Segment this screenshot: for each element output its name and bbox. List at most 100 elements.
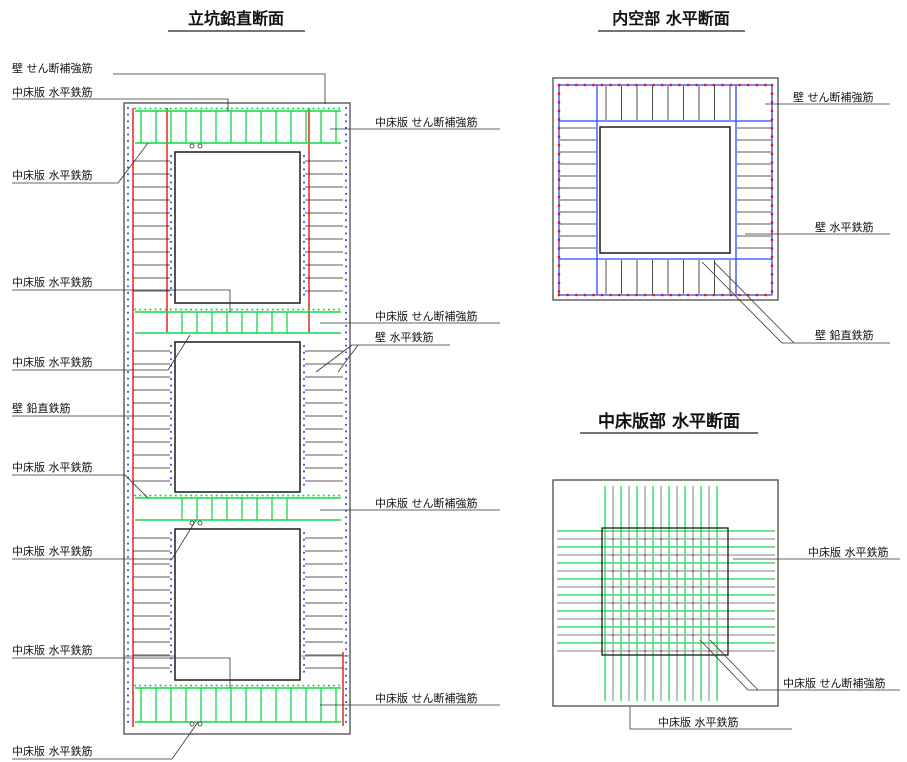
label-slab-horizontal-rebar: 中床版 水平鉄筋	[12, 85, 93, 99]
vertical-section-rebar	[124, 107, 350, 729]
slab-shear-rebar	[627, 569, 631, 573]
slab-shear-rebar	[627, 617, 631, 621]
label-slab-horizontal-rebar: 中床版 水平鉄筋	[12, 460, 93, 474]
slab-shear-rebar	[675, 633, 679, 637]
hollow-void	[599, 126, 731, 254]
slab-shear-rebar	[659, 537, 663, 541]
slab-shear-rebar	[659, 617, 663, 621]
slab-shear-rebar	[659, 569, 663, 573]
label-slab-horizontal-rebar: 中床版 水平鉄筋	[12, 275, 93, 289]
slab-shear-rebar	[643, 649, 647, 653]
label-slab-horizontal-rebar: 中床版 水平鉄筋	[12, 744, 93, 758]
slab-section-labels: 中床版 水平鉄筋 中床版 せん断補強筋 中床版 水平鉄筋	[629, 545, 900, 730]
leader-line	[12, 289, 231, 312]
title-vertical-section: 立坑鉛直断面	[188, 9, 284, 28]
label-wall-shear-rebar: 壁 せん断補強筋	[793, 90, 874, 104]
slab-shear-rebar	[675, 649, 679, 653]
slab-shear-rebar	[643, 601, 647, 605]
leader-line	[12, 98, 229, 111]
label-slab-horizontal-rebar: 中床版 水平鉄筋	[12, 355, 93, 369]
slab-outline	[552, 479, 779, 707]
slab-shear-rebar	[707, 617, 711, 621]
vertical-section-left-labels: 壁 せん断補強筋 中床版 水平鉄筋 中床版 水平鉄筋 中床版 水平鉄筋 中床版 …	[12, 61, 93, 758]
slab-shear-rebar	[611, 553, 615, 557]
slab-shear-rebar	[627, 537, 631, 541]
vertical-section-left-leaders	[12, 73, 326, 760]
hollow-void	[174, 528, 301, 681]
slab-shear-rebar	[707, 569, 711, 573]
slab-shear-rebar	[675, 617, 679, 621]
slab-shear-rebar	[659, 633, 663, 637]
vertical-section-drawing	[123, 102, 351, 735]
shaft-opening-outline	[601, 527, 729, 656]
leader-line	[12, 657, 231, 688]
slab-shear-rebar	[675, 553, 679, 557]
label-slab-shear-rebar: 中床版 せん断補強筋	[375, 309, 478, 323]
label-slab-horizontal-rebar: 中床版 水平鉄筋	[12, 643, 93, 657]
slab-shear-rebar	[691, 617, 695, 621]
hollow-void	[174, 341, 301, 493]
slab-section-rebar	[557, 486, 775, 701]
slab-shear-rebar	[691, 553, 695, 557]
slab-shear-rebar	[627, 633, 631, 637]
label-wall-horizontal-rebar: 壁 水平鉄筋	[375, 330, 434, 344]
slab-shear-rebar	[611, 569, 615, 573]
label-wall-vertical-rebar: 壁 鉛直鉄筋	[12, 401, 71, 415]
slab-shear-rebar	[691, 633, 695, 637]
slab-shear-rebar	[707, 633, 711, 637]
slab-shear-rebar	[675, 601, 679, 605]
vertical-section-right-leaders	[315, 128, 500, 706]
slab-shear-rebar	[627, 585, 631, 589]
title-hollow-section: 内空部 水平断面	[612, 9, 730, 28]
label-slab-horizontal-rebar: 中床版 水平鉄筋	[12, 544, 93, 558]
leader-line	[12, 721, 199, 760]
slab-shear-rebar	[659, 601, 663, 605]
slab-shear-rebar	[643, 569, 647, 573]
label-slab-horizontal-rebar: 中床版 水平鉄筋	[808, 545, 889, 559]
leader-line	[699, 639, 900, 691]
slab-shear-rebar	[643, 617, 647, 621]
label-slab-shear-rebar: 中床版 せん断補強筋	[783, 676, 886, 690]
slab-shear-rebar	[707, 585, 711, 589]
hollow-void	[174, 151, 301, 304]
label-slab-horizontal-rebar: 中床版 水平鉄筋	[658, 715, 739, 729]
slab-shear-rebar	[707, 553, 711, 557]
hollow-section-rebar	[557, 83, 774, 297]
slab-shear-rebar	[691, 569, 695, 573]
rebar-section-mark	[197, 520, 203, 526]
slab-shear-rebar	[611, 537, 615, 541]
slab-shear-rebar	[611, 633, 615, 637]
label-slab-shear-rebar: 中床版 せん断補強筋	[375, 496, 478, 510]
label-wall-horizontal-rebar: 壁 水平鉄筋	[815, 220, 874, 234]
slab-shear-rebar	[691, 601, 695, 605]
label-slab-shear-rebar: 中床版 せん断補強筋	[375, 691, 478, 705]
slab-shear-rebar	[643, 537, 647, 541]
leader-line	[12, 334, 191, 371]
slab-shear-rebar	[707, 601, 711, 605]
slab-shear-rebar	[643, 585, 647, 589]
leader-line	[315, 344, 450, 373]
rebar-section-mark	[197, 721, 203, 727]
slab-shear-rebar	[707, 537, 711, 541]
slab-shear-rebar	[611, 617, 615, 621]
slab-shear-rebar	[611, 601, 615, 605]
leader-line	[113, 73, 326, 104]
leader-line	[12, 142, 149, 184]
slab-shear-rebar	[659, 649, 663, 653]
slab-shear-rebar	[691, 649, 695, 653]
leader-line	[12, 519, 197, 560]
leader-line	[701, 261, 890, 344]
label-wall-vertical-rebar: 壁 鉛直鉄筋	[815, 328, 874, 342]
slab-shear-rebar	[611, 649, 615, 653]
vertical-section-right-labels: 中床版 せん断補強筋 中床版 せん断補強筋 壁 水平鉄筋 中床版 せん断補強筋 …	[375, 115, 478, 705]
slab-shear-rebar	[659, 553, 663, 557]
slab-shear-rebar	[643, 553, 647, 557]
label-slab-horizontal-rebar: 中床版 水平鉄筋	[12, 168, 93, 182]
slab-shear-rebar	[627, 553, 631, 557]
slab-shear-rebar	[627, 601, 631, 605]
hollow-section-labels: 壁 せん断補強筋 壁 水平鉄筋 壁 鉛直鉄筋	[701, 90, 890, 344]
slab-shear-rebar	[675, 537, 679, 541]
slab-shear-rebar	[611, 585, 615, 589]
slab-shear-rebar	[659, 585, 663, 589]
